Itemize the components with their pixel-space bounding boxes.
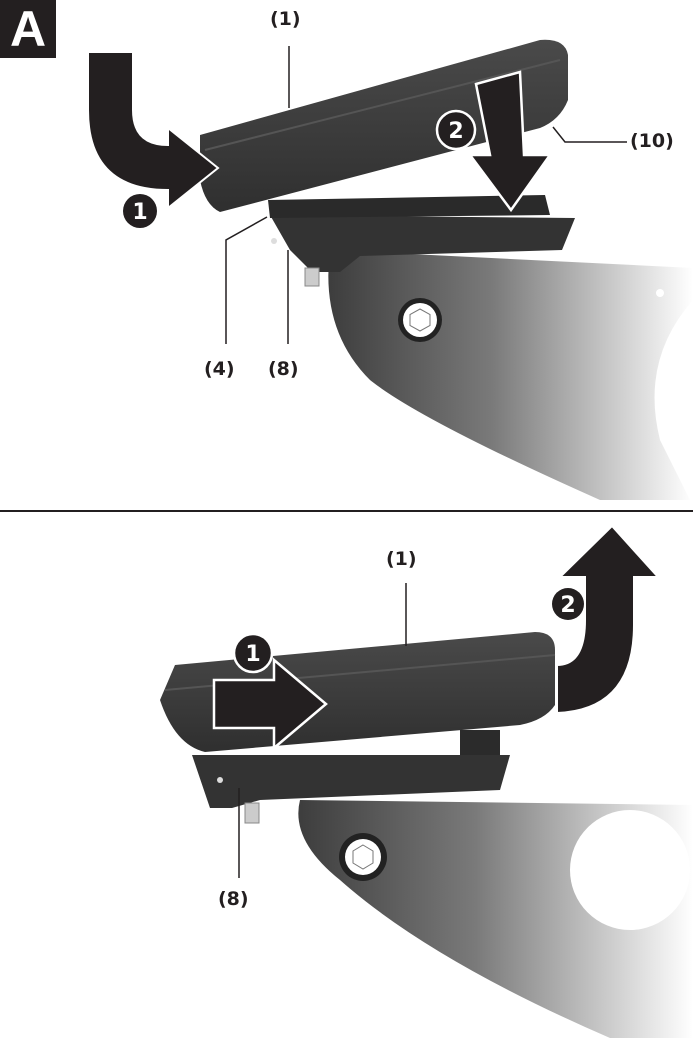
bike-frame-top [328, 250, 693, 500]
callout-label-holder-top: (8) [268, 358, 299, 380]
step-2-arrow-top [467, 70, 553, 213]
step-2-badge-top: 2 [435, 109, 477, 151]
svg-text:1: 1 [132, 200, 147, 225]
callout-label-display-top: (1) [270, 8, 301, 30]
callout-label-display-bottom: (1) [386, 548, 417, 570]
bike-frame-bottom [298, 800, 693, 1038]
leader-line-10 [552, 126, 627, 143]
display-holder-bottom [192, 755, 510, 824]
svg-text:2: 2 [448, 119, 463, 144]
panel-divider [0, 510, 693, 512]
bottom-panel: 1 2 [160, 524, 693, 1038]
step-1-badge-top: 1 [123, 194, 157, 228]
display-holder-top [268, 195, 575, 287]
callout-label-holder-bottom: (8) [218, 888, 249, 910]
callout-label-10: (10) [630, 130, 674, 152]
step-1-badge-bottom: 1 [232, 632, 274, 674]
step-2-arrow-bottom [556, 524, 661, 715]
svg-text:2: 2 [560, 593, 575, 618]
leader-line-4 [225, 216, 268, 344]
figure-letter-badge: A [0, 0, 56, 58]
step-1-arrow-top [87, 51, 220, 211]
callout-label-4: (4) [204, 358, 235, 380]
top-panel: 1 2 [87, 39, 693, 500]
step-2-badge-bottom: 2 [552, 588, 584, 620]
svg-text:1: 1 [245, 642, 260, 667]
step-1-arrow-bottom [212, 657, 328, 751]
